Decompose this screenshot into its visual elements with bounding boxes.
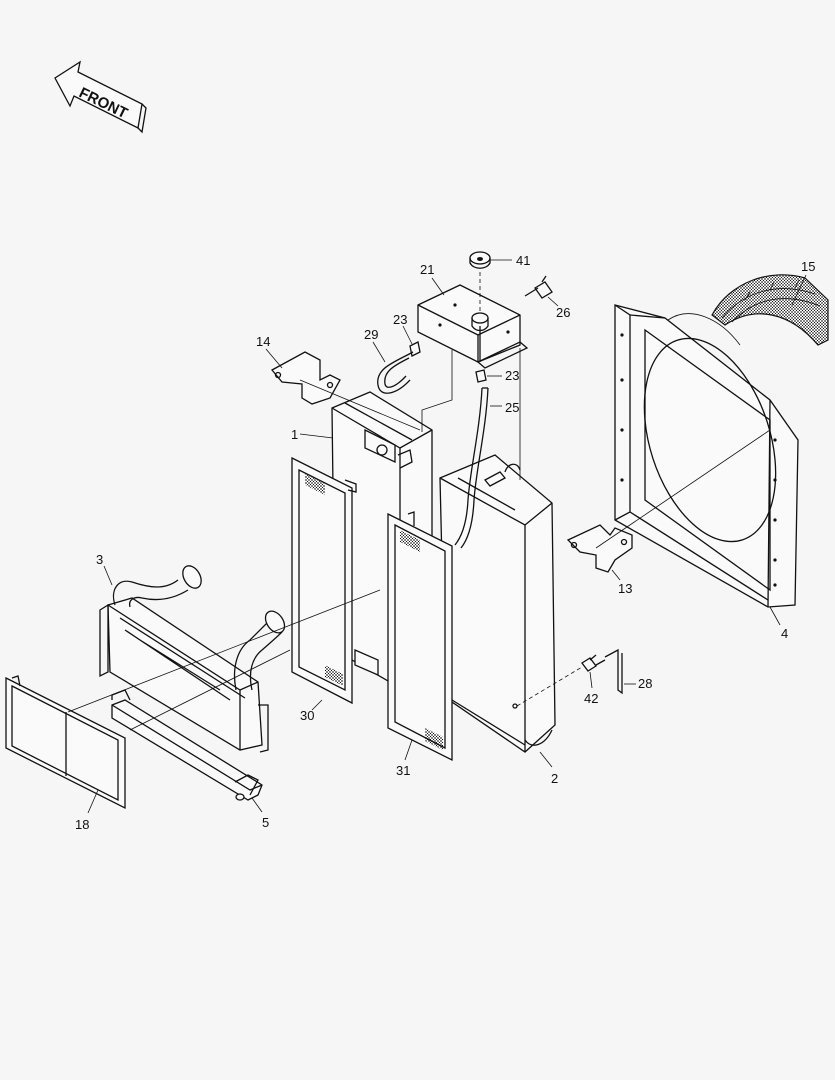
clip-lower-part bbox=[475, 369, 487, 383]
callout-14: 14 bbox=[256, 334, 283, 369]
sensor-part bbox=[524, 275, 553, 299]
callout-15: 15 bbox=[791, 259, 815, 306]
assembly-lines bbox=[67, 272, 771, 731]
charge-air-cooler-part bbox=[99, 565, 286, 753]
callout-4: 4 bbox=[769, 606, 788, 641]
screen-left-part bbox=[291, 456, 357, 705]
callout-5: 5 bbox=[251, 797, 269, 830]
callout-label-13: 13 bbox=[618, 581, 632, 596]
fan-guard-part bbox=[711, 274, 829, 346]
callout-41: 41 bbox=[490, 253, 530, 268]
callout-label-28: 28 bbox=[638, 676, 652, 691]
front-screen-part bbox=[5, 675, 126, 810]
callout-21: 21 bbox=[420, 262, 445, 296]
callout-label-18: 18 bbox=[75, 817, 89, 832]
callout-label-26: 26 bbox=[556, 305, 570, 320]
callout-label-25: 25 bbox=[505, 400, 519, 415]
callout-label-5: 5 bbox=[262, 815, 269, 830]
drain-valve-part bbox=[581, 654, 606, 672]
callout-23-lower: 23 bbox=[487, 368, 519, 383]
bracket-left-part bbox=[270, 351, 341, 405]
tank-bracket-part bbox=[417, 284, 529, 369]
callout-label-41: 41 bbox=[516, 253, 530, 268]
screen-right-part bbox=[387, 511, 453, 762]
callout-25: 25 bbox=[490, 400, 519, 415]
callout-29: 29 bbox=[364, 327, 386, 363]
radiator-part bbox=[439, 454, 556, 753]
callout-18: 18 bbox=[75, 789, 99, 832]
callout-label-4: 4 bbox=[781, 626, 788, 641]
callout-label-2: 2 bbox=[551, 771, 558, 786]
callout-label-42: 42 bbox=[584, 691, 598, 706]
mounting-bar-part bbox=[111, 689, 263, 801]
callout-26: 26 bbox=[547, 296, 570, 320]
callout-31: 31 bbox=[396, 739, 413, 778]
callout-label-29: 29 bbox=[364, 327, 378, 342]
callout-3: 3 bbox=[96, 552, 113, 586]
callout-label-23-lower: 23 bbox=[505, 368, 519, 383]
drain-hose-part bbox=[604, 648, 623, 695]
coolant-tube-part bbox=[454, 387, 489, 549]
callout-2: 2 bbox=[539, 751, 558, 786]
callout-42: 42 bbox=[584, 671, 598, 706]
callout-label-23-upper: 23 bbox=[393, 312, 407, 327]
callout-28: 28 bbox=[624, 676, 652, 691]
callout-label-31: 31 bbox=[396, 763, 410, 778]
overflow-hose-part bbox=[377, 351, 414, 394]
callout-label-14: 14 bbox=[256, 334, 270, 349]
bracket-right-part bbox=[566, 524, 633, 573]
filler-neck-part bbox=[471, 312, 489, 362]
callout-label-3: 3 bbox=[96, 552, 103, 567]
fan-shroud-part bbox=[614, 304, 799, 608]
front-direction-arrow: FRONT bbox=[54, 60, 147, 134]
callout-30: 30 bbox=[300, 699, 323, 723]
callout-label-30: 30 bbox=[300, 708, 314, 723]
callout-label-21: 21 bbox=[420, 262, 434, 277]
callout-1: 1 bbox=[291, 427, 334, 442]
callout-23-upper: 23 bbox=[393, 312, 413, 345]
callout-label-15: 15 bbox=[801, 259, 815, 274]
callout-label-1: 1 bbox=[291, 427, 298, 442]
clip-upper-part bbox=[409, 341, 421, 357]
callout-13: 13 bbox=[611, 569, 632, 596]
radiator-cap-part bbox=[469, 251, 491, 269]
